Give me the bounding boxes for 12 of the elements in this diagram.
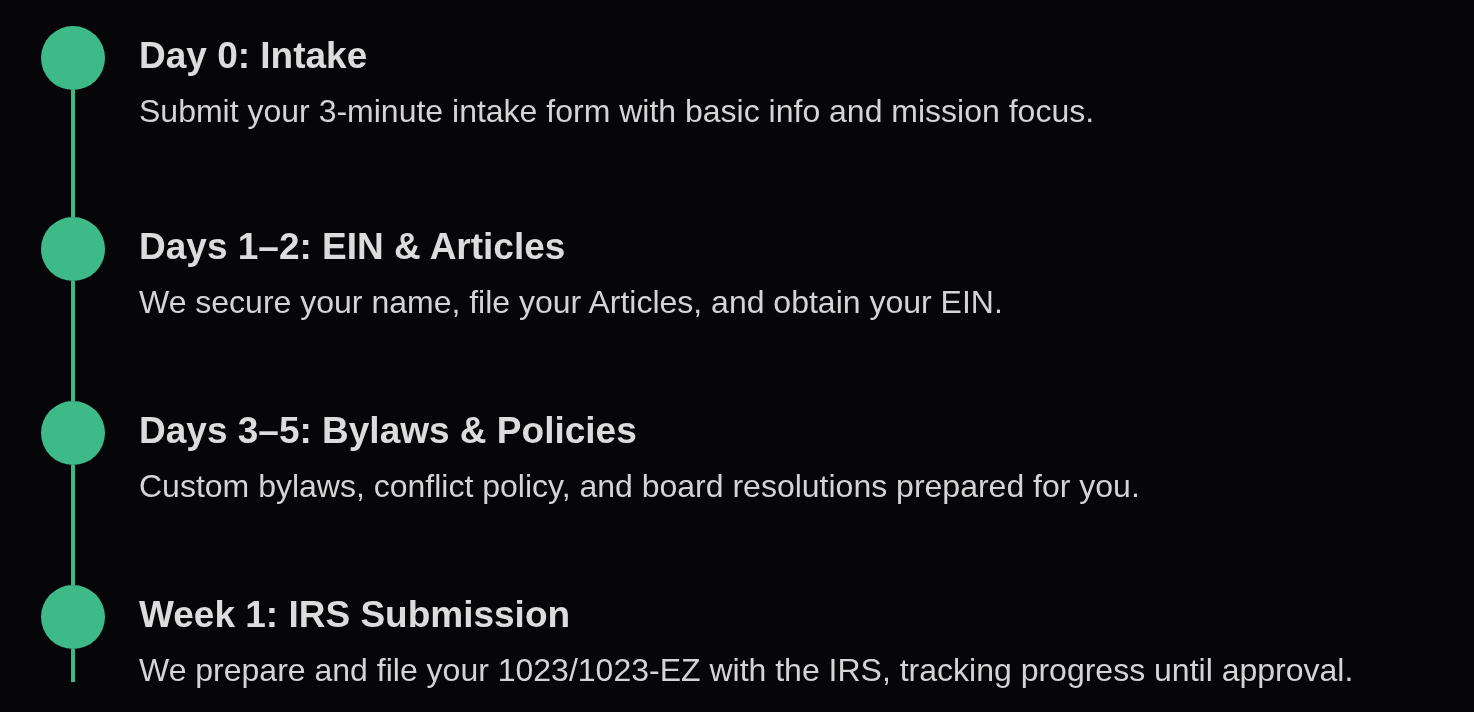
timeline-line (71, 90, 75, 217)
timeline-line (71, 281, 75, 401)
step-description: Submit your 3-minute intake form with basic info and mission focus. (139, 92, 1095, 130)
step-heading: Day 0: Intake (139, 34, 368, 78)
step-heading: Week 1: IRS Submission (139, 593, 571, 637)
timeline-line (71, 465, 75, 585)
timeline-line (71, 649, 75, 682)
step-description: We prepare and file your 1023/1023-EZ with the IRS, tracking progress until approval. (139, 651, 1354, 689)
step-heading: Days 1–2: EIN & Articles (139, 225, 566, 269)
step-description: We secure your name, file your Articles, and obtain your EIN. (139, 283, 1003, 321)
step-heading: Days 3–5: Bylaws & Policies (139, 409, 637, 453)
step-description: Custom bylaws, conflict policy, and board resolutions prepared for you. (139, 467, 1140, 505)
